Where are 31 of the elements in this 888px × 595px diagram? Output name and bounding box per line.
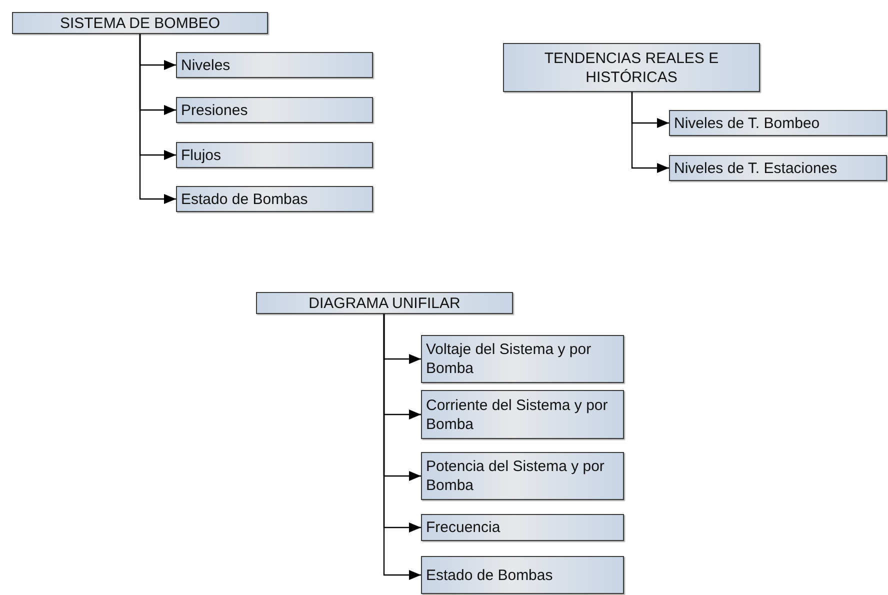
item-box xyxy=(421,556,624,594)
item-box xyxy=(421,335,624,383)
item-box xyxy=(176,142,373,168)
box-label: Flujos xyxy=(181,146,222,164)
box-label: Niveles de T. Estaciones xyxy=(674,158,838,178)
category-box xyxy=(256,292,513,314)
box-label: Frecuencia xyxy=(426,518,500,537)
box-label: Presiones xyxy=(181,100,248,120)
box-label: Potencia del Sistema y por Bomba xyxy=(426,457,606,495)
item-box xyxy=(176,97,373,123)
box-label: DIAGRAMA UNIFILAR xyxy=(308,294,460,312)
item-box xyxy=(669,155,887,181)
category-box xyxy=(12,12,268,34)
box-label: TENDENCIAS REALES E HISTÓRICAS xyxy=(543,48,720,86)
connector-arrow xyxy=(383,314,421,580)
connector-arrow xyxy=(631,92,669,173)
box-label: Niveles xyxy=(181,56,230,74)
connector-arrow xyxy=(139,34,176,204)
item-box xyxy=(421,452,624,500)
item-box xyxy=(176,52,373,78)
item-box xyxy=(421,390,624,439)
box-label: Niveles de T. Bombeo xyxy=(674,114,820,132)
item-box xyxy=(669,110,887,136)
item-box xyxy=(421,514,624,541)
box-label: SISTEMA DE BOMBEO xyxy=(60,14,220,32)
box-label: Estado de Bombas xyxy=(181,190,308,208)
item-box xyxy=(176,186,373,212)
box-label: Voltaje del Sistema y por Bomba xyxy=(426,340,592,378)
box-label: Estado de Bombas xyxy=(426,566,553,584)
category-box xyxy=(503,43,760,92)
box-label: Corriente del Sistema y por Bomba xyxy=(426,396,609,434)
